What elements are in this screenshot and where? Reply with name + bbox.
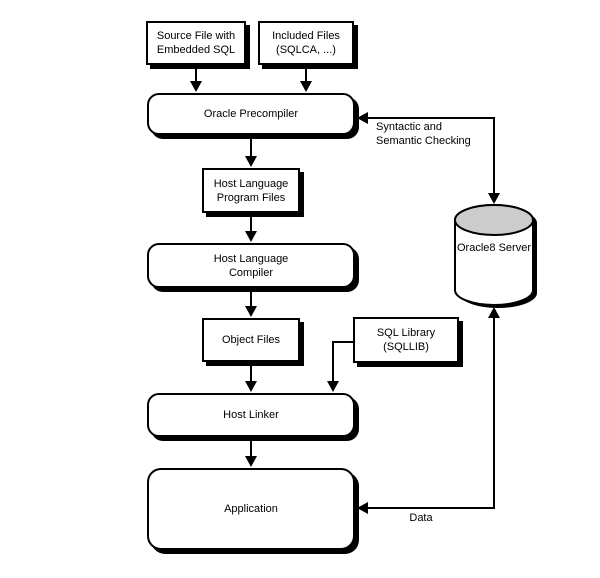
node-hlc-label-line2: Compiler <box>228 266 273 279</box>
node-source-file: Source File with Embedded SQL <box>146 21 246 65</box>
node-oracle8-server-label: Oracle8 Server <box>455 241 533 255</box>
node-sql-library: SQL Library (SQLLIB) <box>353 317 459 363</box>
edge-label-data: Data <box>403 511 439 525</box>
arrowhead-down-into-precompiler-left <box>190 81 202 92</box>
arrowhead-down-into-server-top <box>488 193 500 204</box>
node-host-language-program-files: Host Language Program Files <box>202 168 300 213</box>
arrowhead-down-into-compiler <box>245 231 257 242</box>
arrowhead-down-into-program-files <box>245 156 257 167</box>
arrow-server-application-elbow <box>368 316 495 509</box>
node-hlpf-label-line2: Program Files <box>216 191 286 204</box>
arrowhead-left-into-precompiler <box>357 112 368 124</box>
node-object-files-label: Object Files <box>221 334 281 346</box>
arrowhead-left-into-application <box>357 502 368 514</box>
node-host-language-compiler: Host Language Compiler <box>147 243 355 288</box>
arrowhead-up-into-server-bottom <box>488 307 500 318</box>
node-oracle-precompiler: Oracle Precompiler <box>147 93 355 135</box>
data-label-text: Data <box>409 512 433 524</box>
node-host-linker-label: Host Linker <box>223 409 279 421</box>
node-sql-library-label-line2: (SQLLIB) <box>383 341 429 353</box>
oracle8-server-label-line1: Oracle8 <box>457 242 496 254</box>
node-application-label: Application <box>224 503 278 515</box>
node-hlpf-label-line1: Host Language <box>213 177 289 190</box>
oracle8-server-label-line2: Server <box>498 242 531 254</box>
edge-label-syntactic-semantic-checking: Syntactic and Semantic Checking <box>376 120 471 148</box>
syntactic-label-line2: Semantic Checking <box>376 135 471 147</box>
node-included-files-label-line2: (SQLCA, ...) <box>276 44 336 56</box>
node-source-file-label-line1: Source File with <box>156 30 236 42</box>
node-included-files: Included Files (SQLCA, ...) <box>258 21 354 65</box>
node-host-linker: Host Linker <box>147 393 355 437</box>
arrowhead-down-into-application <box>245 456 257 467</box>
node-sql-library-label-line1: SQL Library <box>376 327 436 339</box>
arrow-sqllib-to-linker-elbow <box>332 341 353 383</box>
node-object-files: Object Files <box>202 318 300 362</box>
node-included-files-label-line1: Included Files <box>272 30 340 42</box>
arrowhead-down-into-linker <box>245 381 257 392</box>
node-source-file-label-line2: Embedded SQL <box>156 44 236 56</box>
syntactic-label-line1: Syntactic and <box>376 121 443 133</box>
arrow-server-precompiler-elbow <box>368 117 495 195</box>
cylinder-top-ellipse <box>454 204 534 236</box>
arrowhead-down-into-object-files <box>245 306 257 317</box>
arrowhead-down-into-precompiler-right <box>300 81 312 92</box>
arrowhead-down-sqllib-into-linker <box>327 381 339 392</box>
node-application: Application <box>147 468 355 550</box>
node-oracle-precompiler-label: Oracle Precompiler <box>203 108 299 120</box>
node-hlc-label-line1: Host Language <box>213 252 289 265</box>
